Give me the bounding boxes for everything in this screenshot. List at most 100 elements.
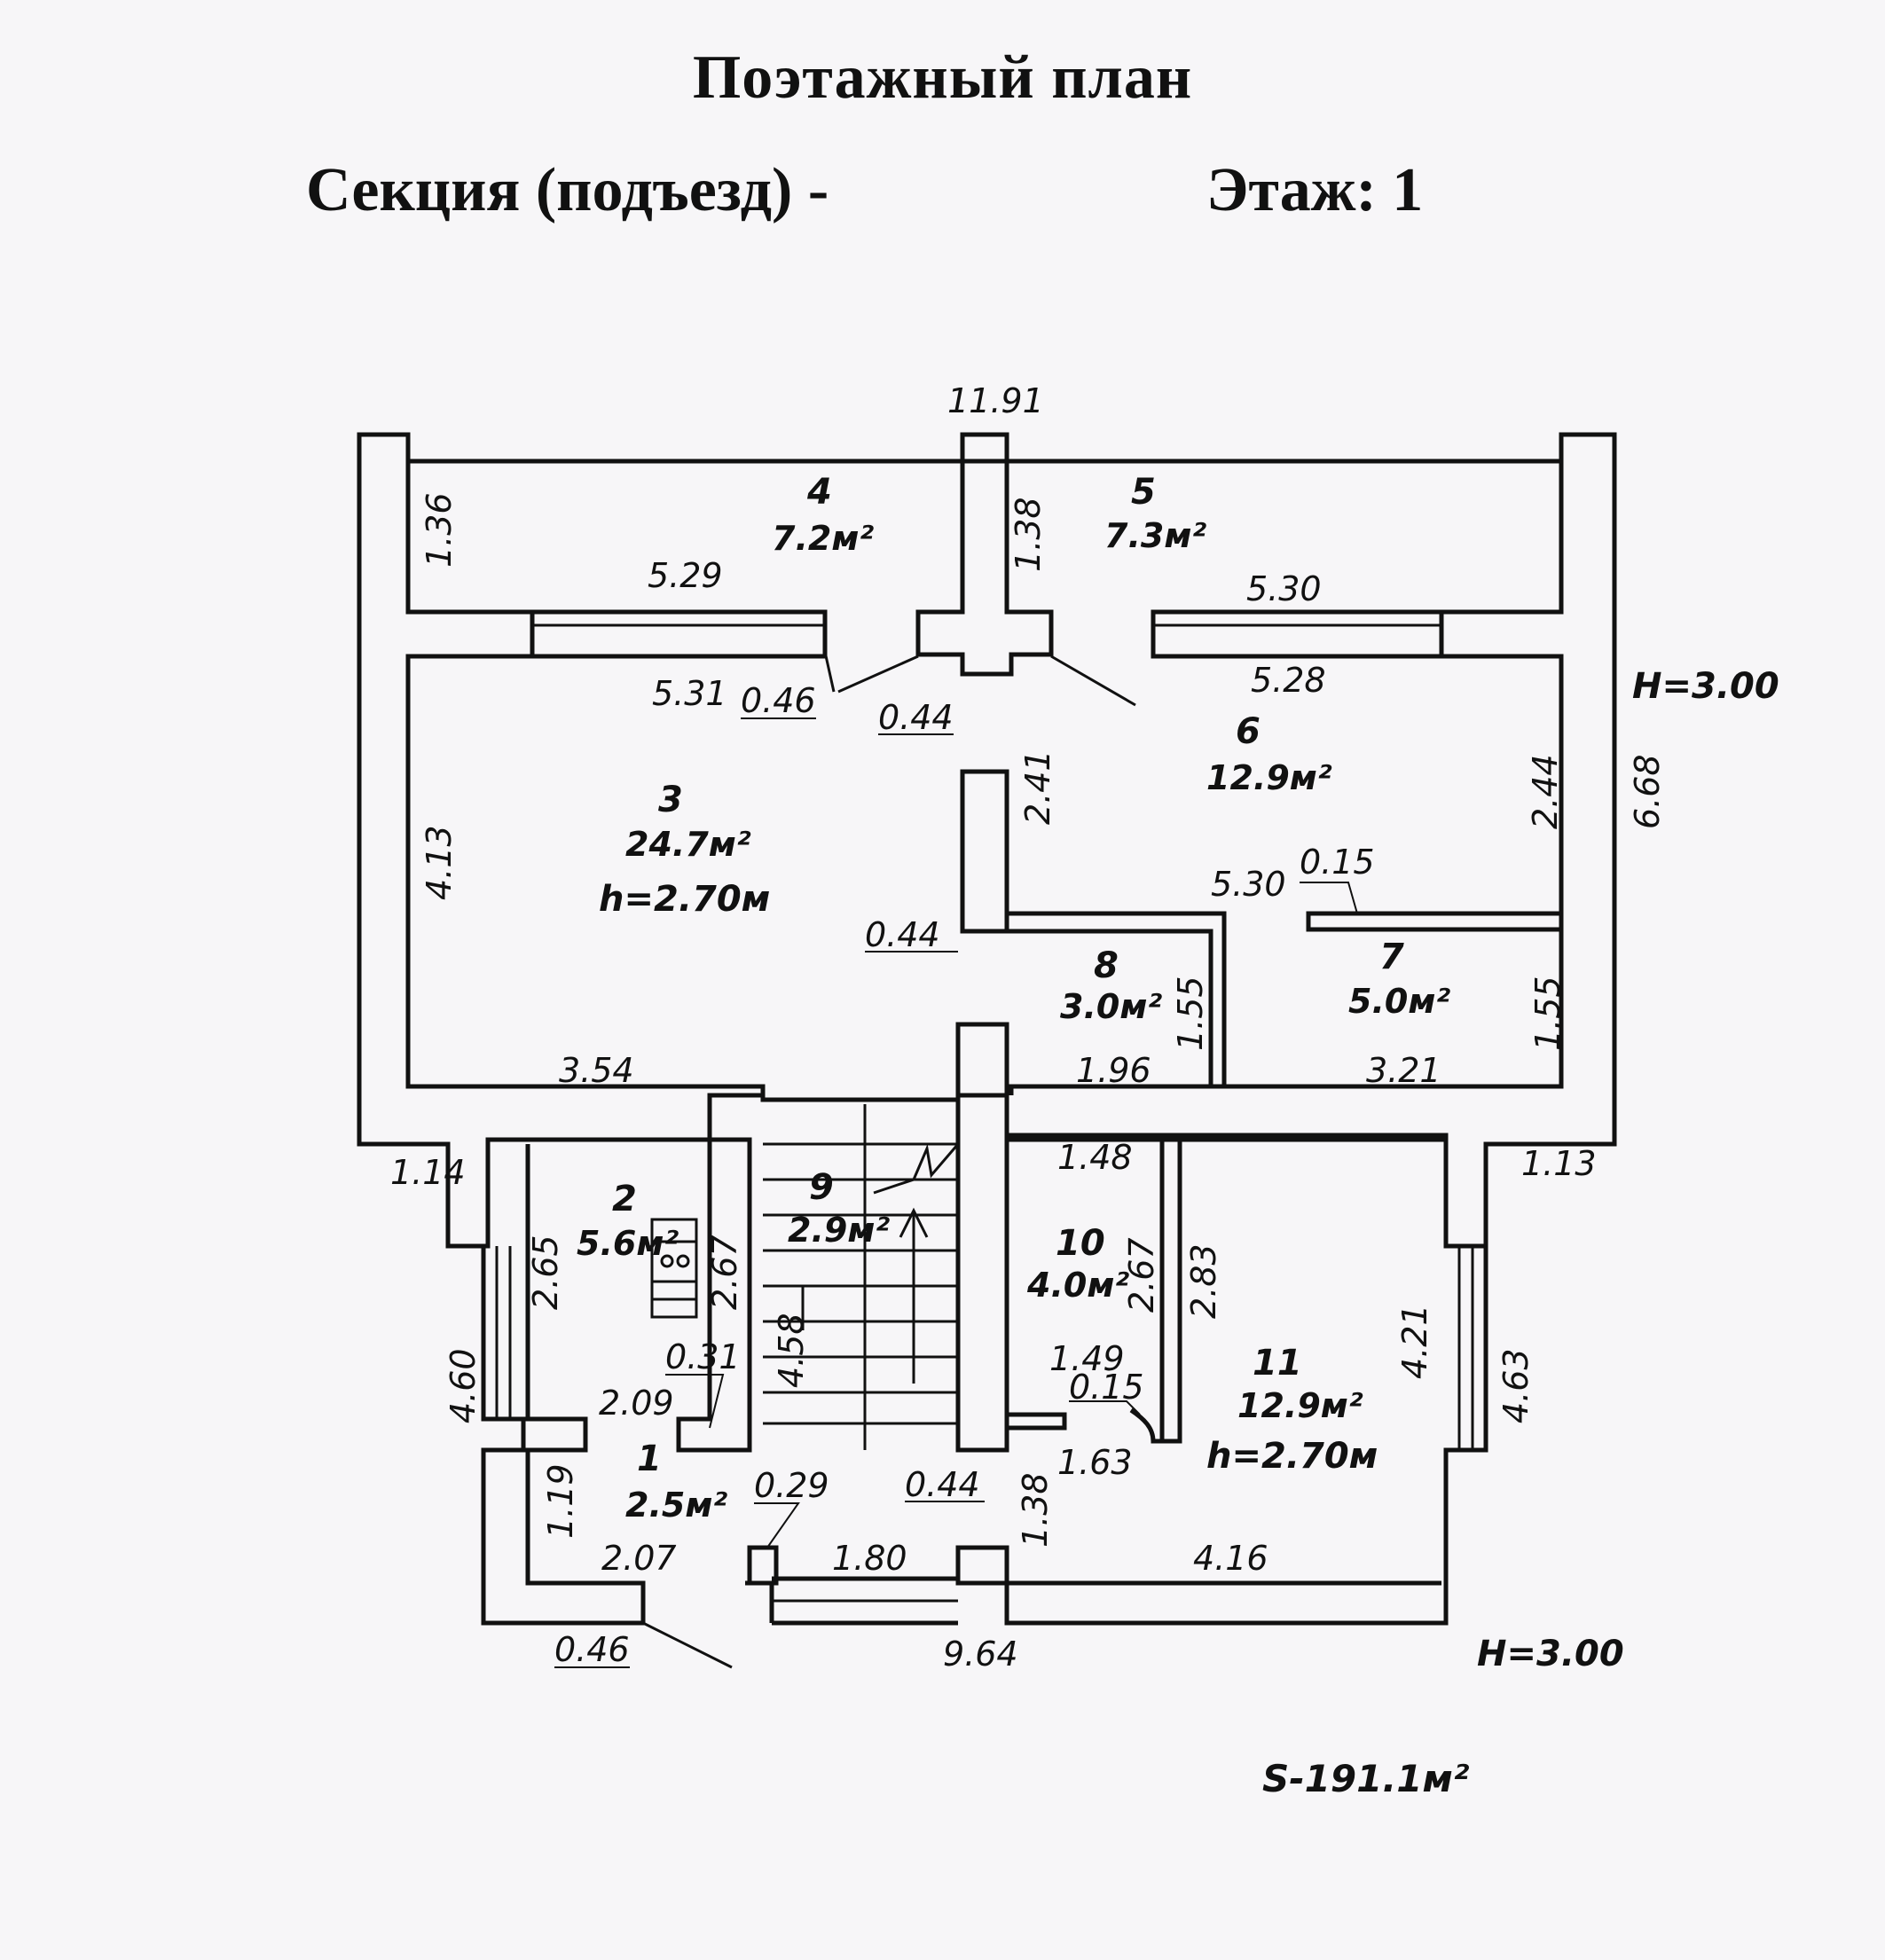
dim-core-height: 1.38 [1009, 497, 1048, 572]
walls [357, 432, 1617, 1626]
door-swing-r6-leaf [1050, 655, 1136, 707]
door-swing-entry [642, 1621, 733, 1669]
room-11-area: 12.9м² [1237, 1386, 1363, 1425]
dim-r10-height-b: 2.83 [1184, 1243, 1223, 1319]
dim-r10-bottom-width: 1.49 [1049, 1339, 1125, 1378]
outer-wall-lower-right [1004, 1133, 1488, 1626]
partition-column [960, 769, 1009, 934]
outer-wall-top-block [357, 432, 1617, 1249]
room-3-area: 24.7м² [625, 825, 751, 864]
inner-wall-main [405, 461, 766, 1095]
wall-r4-bottom [530, 609, 828, 659]
room-8-number: 8 [1094, 945, 1119, 986]
room-3-number: 3 [658, 780, 683, 820]
dim-bottom-width: 9.64 [943, 1635, 1018, 1674]
room-3-height: h=2.70м [599, 879, 770, 920]
dim-r7-height: 1.55 [1528, 976, 1567, 1051]
dim-stair-wall: 0.44 [905, 1465, 980, 1504]
sink-drain [660, 1254, 674, 1268]
room-11-number: 11 [1253, 1343, 1302, 1384]
dim-r10-width: 1.48 [1057, 1138, 1133, 1177]
stair-arrow-head [899, 1207, 929, 1238]
room-7-number: 7 [1379, 937, 1404, 977]
door-swing-r3-leaf [837, 655, 919, 694]
leader-0-31 [665, 1374, 725, 1429]
wall-r5-bottom [1151, 609, 1444, 659]
dim-entry-width: 1.80 [832, 1539, 907, 1578]
dim-r6-height: 2.44 [1526, 754, 1565, 829]
dim-entry-height: 1.38 [1016, 1472, 1055, 1548]
room-1-number: 1 [637, 1439, 662, 1479]
dim-top-width: 11.91 [947, 381, 1044, 420]
dim-r8-width: 1.96 [1076, 1051, 1151, 1090]
windows [495, 623, 1474, 1603]
dim-r10-wall: 0.15 [1069, 1368, 1144, 1407]
room-2-number: 2 [612, 1179, 637, 1219]
dim-r1-width: 2.07 [601, 1539, 677, 1578]
entry-pillar [747, 1545, 779, 1586]
height-bottom: H=3.00 [1477, 1634, 1624, 1674]
sink-body [650, 1218, 698, 1319]
room-4-number: 4 [806, 472, 832, 513]
leader-0-15-r7 [1300, 882, 1358, 914]
room-9-area: 2.9м² [788, 1211, 890, 1250]
dimension-labels: 11.91 1.36 1.38 5.29 5.30 5.31 0.46 0.44… [390, 381, 1779, 1674]
sink-drain [676, 1254, 690, 1268]
room-7-area: 5.0м² [1348, 982, 1450, 1021]
leader-0-29 [754, 1502, 800, 1548]
room-8-area: 3.0м² [1060, 987, 1162, 1026]
wall-r10 [1004, 1135, 1182, 1450]
dim-r10-door: 1.63 [1057, 1443, 1133, 1482]
dim-door-bottom: 0.46 [554, 1630, 630, 1669]
sink-fixture [650, 1218, 698, 1319]
wall-r8 [1007, 911, 1227, 1086]
dim-door-center: 0.44 [878, 698, 954, 737]
dim-right-height: 6.68 [1628, 754, 1667, 829]
door-swings [642, 651, 1136, 1669]
dim-r2-door: 0.31 [665, 1337, 741, 1376]
dim-r11-height: 4.21 [1395, 1304, 1434, 1379]
dim-r3-top-width: 5.31 [652, 674, 727, 713]
wall-r10-door [1007, 1412, 1067, 1431]
stair-break-line [873, 1143, 960, 1195]
dim-r11-width: 4.16 [1193, 1539, 1268, 1578]
dim-entry-wall: 0.29 [754, 1466, 829, 1505]
dim-stair-length: 4.58 [772, 1313, 811, 1388]
dim-right-offset: 1.13 [1521, 1144, 1597, 1183]
total-area: S-191.1м² [1262, 1757, 1470, 1800]
dim-r7-top-width: 5.30 [1211, 865, 1286, 904]
dim-r3-height: 4.13 [420, 825, 459, 900]
dim-partition-height: 2.41 [1018, 749, 1057, 825]
room-10-area: 4.0м² [1026, 1266, 1129, 1305]
room-5-area: 7.3м² [1104, 516, 1206, 555]
floor-label: Этаж: 1 [1206, 156, 1424, 224]
dim-r6-top-width: 5.28 [1251, 661, 1326, 700]
room-4-area: 7.2м² [772, 519, 874, 558]
dim-r1-height: 1.19 [541, 1463, 580, 1539]
outer-wall-lower-left [481, 1140, 646, 1626]
dim-r5-width: 5.30 [1246, 569, 1322, 608]
dim-r10-height: 2.67 [1122, 1237, 1161, 1313]
dim-right-wing-height: 4.63 [1496, 1348, 1535, 1423]
wall-r7 [1306, 911, 1564, 932]
room-5-number: 5 [1131, 472, 1156, 513]
room-9-number: 9 [809, 1167, 834, 1208]
room-6-number: 6 [1236, 711, 1261, 752]
stair-core-wall [955, 1022, 1009, 1453]
room-2-area: 5.6м² [577, 1224, 679, 1263]
dim-r2-height-b: 2.67 [705, 1235, 744, 1310]
dim-r7-width: 3.21 [1366, 1051, 1441, 1090]
door-swing-r3 [823, 651, 836, 693]
inner-wall-right [1009, 461, 1564, 1095]
room-1-area: 2.5м² [625, 1486, 727, 1525]
dim-r4-height: 1.36 [420, 492, 459, 568]
plan-title: Поэтажный план [692, 43, 1193, 112]
dim-wall-thick-mid: 0.44 [865, 915, 940, 954]
dim-r4-width: 5.29 [648, 556, 723, 595]
wall-r2-right [528, 1137, 752, 1453]
entry-walls [640, 1545, 1009, 1626]
wall-r11-door [1129, 1407, 1162, 1444]
dim-r7-wall: 0.15 [1300, 843, 1375, 882]
room-11-height: h=2.70м [1206, 1436, 1378, 1477]
